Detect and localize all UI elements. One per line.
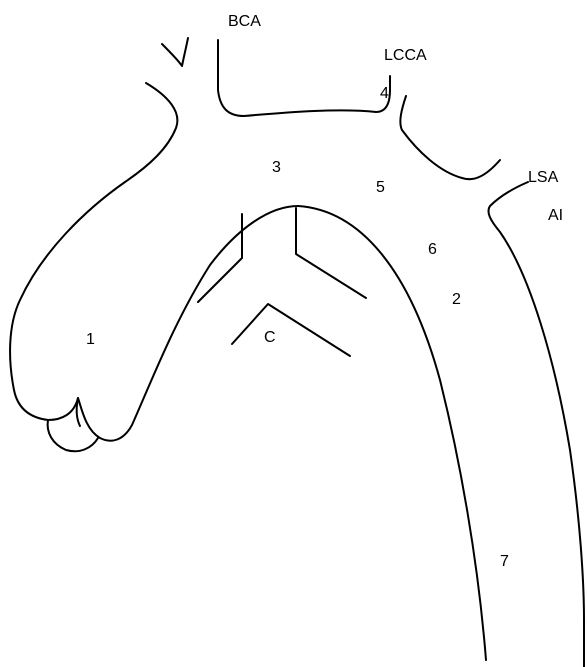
- arch-foot-lobe: [48, 420, 98, 451]
- label-3: 3: [272, 159, 281, 176]
- label-4: 4: [380, 85, 389, 102]
- arch-outer-wall-left: [10, 83, 298, 441]
- bca-vessel: [218, 40, 390, 116]
- label-lcca: LCCA: [384, 47, 427, 64]
- label-bca: BCA: [228, 13, 261, 30]
- label-2: 2: [452, 291, 461, 308]
- lcca-right-wall: [400, 96, 500, 179]
- label-5: 5: [376, 179, 385, 196]
- label-1: 1: [86, 331, 95, 348]
- label-ai: AI: [548, 207, 563, 224]
- small-vessel-stub: [162, 38, 188, 66]
- descending-aorta-outer-wall: [488, 182, 584, 667]
- dissection-flap-c: [232, 304, 350, 356]
- label-6: 6: [428, 241, 437, 258]
- label-7: 7: [500, 553, 509, 570]
- label-lsa: LSA: [528, 169, 559, 186]
- label-c: C: [264, 329, 276, 346]
- dissection-flap-left: [198, 214, 242, 302]
- dissection-flap-right: [296, 208, 366, 298]
